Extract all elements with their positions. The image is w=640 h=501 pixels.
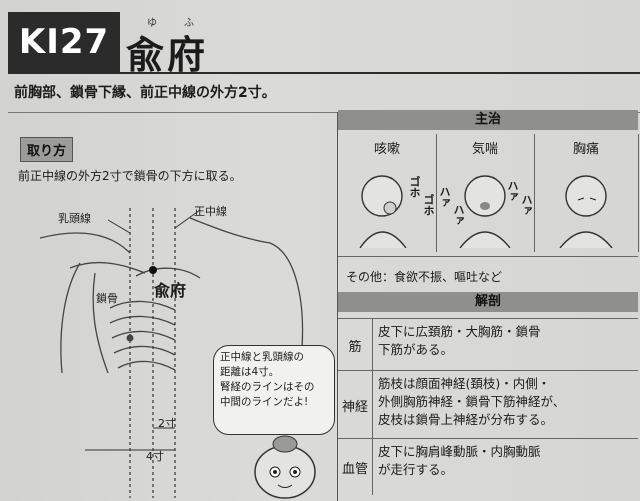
row-heading: 血管 (338, 439, 373, 495)
point-code-badge: KI27 (8, 12, 120, 72)
torso-illustration (40, 208, 304, 498)
anatomy-header: 解剖 (338, 292, 638, 312)
row-line: 皮下に胸肩峰動脈・内胸動脈 (378, 444, 541, 459)
onomatopoeia: ゴホ (422, 194, 435, 216)
dimension-2-label: 2寸 (158, 417, 176, 430)
indication-label: 気喘 (471, 142, 498, 157)
row-heading: 筋 (338, 319, 373, 371)
row-line: 皮下に広頚筋・大胸筋・鎖骨 (378, 324, 541, 339)
anatomy-row-vessel: 血管 皮下に胸肩峰動脈・内胸動脈 が走行する。 (338, 438, 638, 495)
info-panel: 主治 咳嗽 ゴホ ゴホ 気喘 ハァ ハァ ハァ ハァ 胸痛 (338, 110, 640, 501)
indication-label: 咳嗽 (373, 142, 400, 157)
point-title: 兪府 (126, 33, 209, 77)
row-line: 下筋がある。 (378, 342, 454, 357)
onomatopoeia: ハァ (438, 186, 451, 208)
anatomy-row-nerve: 神経 筋枝は顔面神経(頚枝)・内側・ 外側胸筋神経・鎖骨下筋神経が、 皮枝は鎖骨… (338, 370, 638, 439)
divider (338, 256, 638, 257)
title-ruby-2: ふ (184, 18, 194, 29)
row-text: 皮下に胸肩峰動脈・内胸動脈 が走行する。 (378, 443, 634, 479)
clavicle-label: 鎖骨 (96, 292, 118, 305)
onomatopoeia: ハァ (452, 204, 465, 226)
anatomy-row-muscle: 筋 皮下に広頚筋・大胸筋・鎖骨 下筋がある。 (338, 318, 638, 371)
bleed-through-text (430, 12, 640, 72)
indications-header: 主治 (338, 110, 638, 130)
column-divider (337, 112, 338, 501)
row-text: 皮下に広頚筋・大胸筋・鎖骨 下筋がある。 (378, 323, 634, 359)
row-line: 皮枝は鎖骨上神経が分布する。 (378, 412, 554, 427)
indication-chest-pain: 胸痛 (534, 134, 639, 252)
bubble-line: 正中線と乳頭線の (220, 351, 304, 363)
other-indications: その他：食欲不振、嘔吐など (346, 270, 503, 284)
dimension-4-label: 4寸 (146, 450, 164, 463)
indication-wheeze: 気喘 ハァ ハァ ハァ ハァ (436, 134, 535, 252)
row-line: が走行する。 (378, 462, 454, 477)
onomatopoeia: ハァ (506, 180, 519, 202)
bubble-line: 腎経のラインはその (220, 381, 315, 393)
mascot-icon (254, 435, 316, 499)
coughing-figure-icon (359, 175, 407, 248)
row-line: 外側胸筋神経・鎖骨下筋神経が、 (378, 394, 566, 409)
method-text: 前正中線の外方2寸で鎖骨の下方に取る。 (18, 169, 242, 183)
row-line: 筋枝は顔面神経(頚枝)・内側・ (378, 376, 551, 391)
bubble-line: 距離は4寸。 (220, 366, 280, 378)
location-summary: 前胸部、鎖骨下縁、前正中線の外方2寸。 (14, 85, 276, 101)
onomatopoeia: ゴホ (408, 176, 421, 198)
wheezing-figure-icon (459, 175, 511, 248)
speech-bubble: 正中線と乳頭線の 距離は4寸。 腎経のラインはその 中間のラインだよ! (213, 345, 335, 435)
indication-cough: 咳嗽 ゴホ ゴホ (338, 134, 437, 252)
acupoint-label: 兪府 (154, 281, 187, 300)
method-label: 取り方 (20, 137, 74, 162)
chest-pain-figure-icon (559, 175, 613, 248)
midline-label: 正中線 (194, 205, 227, 218)
divider (8, 112, 640, 113)
onomatopoeia: ハァ (520, 194, 533, 216)
row-text: 筋枝は顔面神経(頚枝)・内側・ 外側胸筋神経・鎖骨下筋神経が、 皮枝は鎖骨上神経… (378, 375, 634, 429)
title-ruby-1: ゆ (147, 18, 157, 29)
indication-label: 胸痛 (572, 142, 599, 157)
bubble-line: 中間のラインだよ! (220, 396, 309, 408)
nipple-line-label: 乳頭線 (58, 212, 91, 225)
header-rule (8, 72, 640, 74)
row-heading: 神経 (338, 371, 373, 439)
